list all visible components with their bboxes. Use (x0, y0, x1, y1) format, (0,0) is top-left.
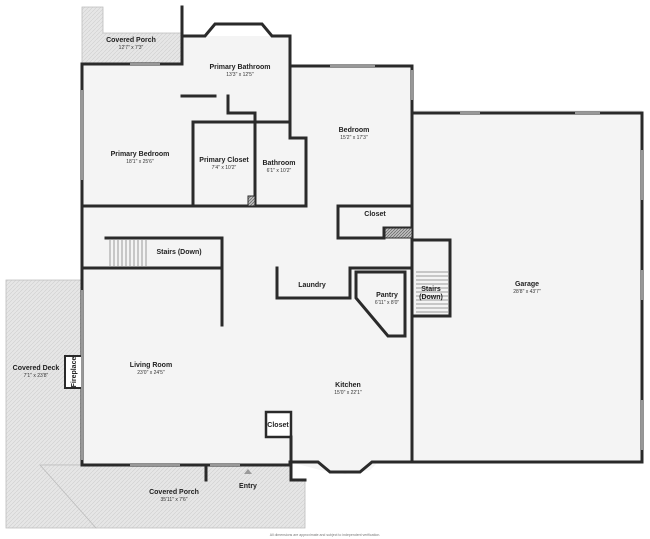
pantry-dim: 6'11" x 8'0" (375, 300, 399, 306)
primary-bedroom-dim: 18'1" x 25'6" (126, 159, 154, 165)
covered-porch-top-dim: 12'7" x 7'3" (119, 45, 144, 51)
primary-bathroom-name: Primary Bathroom (209, 64, 270, 71)
bathroom-dim: 6'1" x 10'2" (267, 168, 292, 174)
bathroom-name: Bathroom (262, 160, 295, 167)
covered-porch-bottom-dim: 35'11" x 7'6" (160, 497, 187, 503)
primary-bedroom-name: Primary Bedroom (111, 151, 170, 158)
garage-name: Garage (515, 281, 539, 288)
disclaimer: All dimensions are approximate and subje… (270, 533, 381, 537)
interior-walls (64, 64, 452, 482)
kitchen-name: Kitchen (335, 382, 361, 389)
living-room-name: Living Room (130, 362, 172, 369)
fireplace-name: Fireplace (71, 357, 78, 388)
entry-arrow-icon (244, 469, 252, 474)
bedroom-name: Bedroom (339, 127, 370, 134)
bedroom-dim: 15'2" x 17'3" (340, 135, 368, 141)
covered-porch-bottom-name: Covered Porch (149, 489, 199, 496)
stairs-down-left-name: Stairs (Down) (156, 249, 201, 256)
covered-deck-name: Covered Deck (13, 365, 60, 372)
garage-dim: 28'8" x 43'7" (513, 289, 541, 295)
covered-porch-top-floor (81, 6, 183, 65)
kitchen-dim: 15'0" x 22'1" (334, 390, 362, 396)
primary-closet-name: Primary Closet (199, 157, 249, 164)
laundry-name: Laundry (298, 282, 326, 289)
primary-bathroom-dim: 13'3" x 12'5" (226, 72, 254, 78)
stairs-down-right-line2: (Down) (419, 294, 443, 301)
entry-name: Entry (239, 483, 257, 490)
stair-treads (109, 240, 448, 313)
closet-lower-name: Closet (267, 422, 289, 429)
room-labels: Covered Porch 12'7" x 7'3" Primary Bathr… (13, 37, 541, 503)
primary-closet-dim: 7'4" x 10'2" (212, 165, 237, 171)
interior-floors (82, 36, 642, 474)
closet-upper-name: Closet (364, 211, 386, 218)
stairs-down-right-line1: Stairs (421, 286, 441, 293)
pantry-name: Pantry (376, 292, 398, 299)
covered-porch-top-name: Covered Porch (106, 37, 156, 44)
windows (81, 63, 643, 466)
living-room-dim: 23'0" x 24'5" (137, 370, 165, 376)
porch-areas (5, 6, 306, 529)
covered-deck-dim: 7'1" x 23'8" (24, 373, 49, 379)
